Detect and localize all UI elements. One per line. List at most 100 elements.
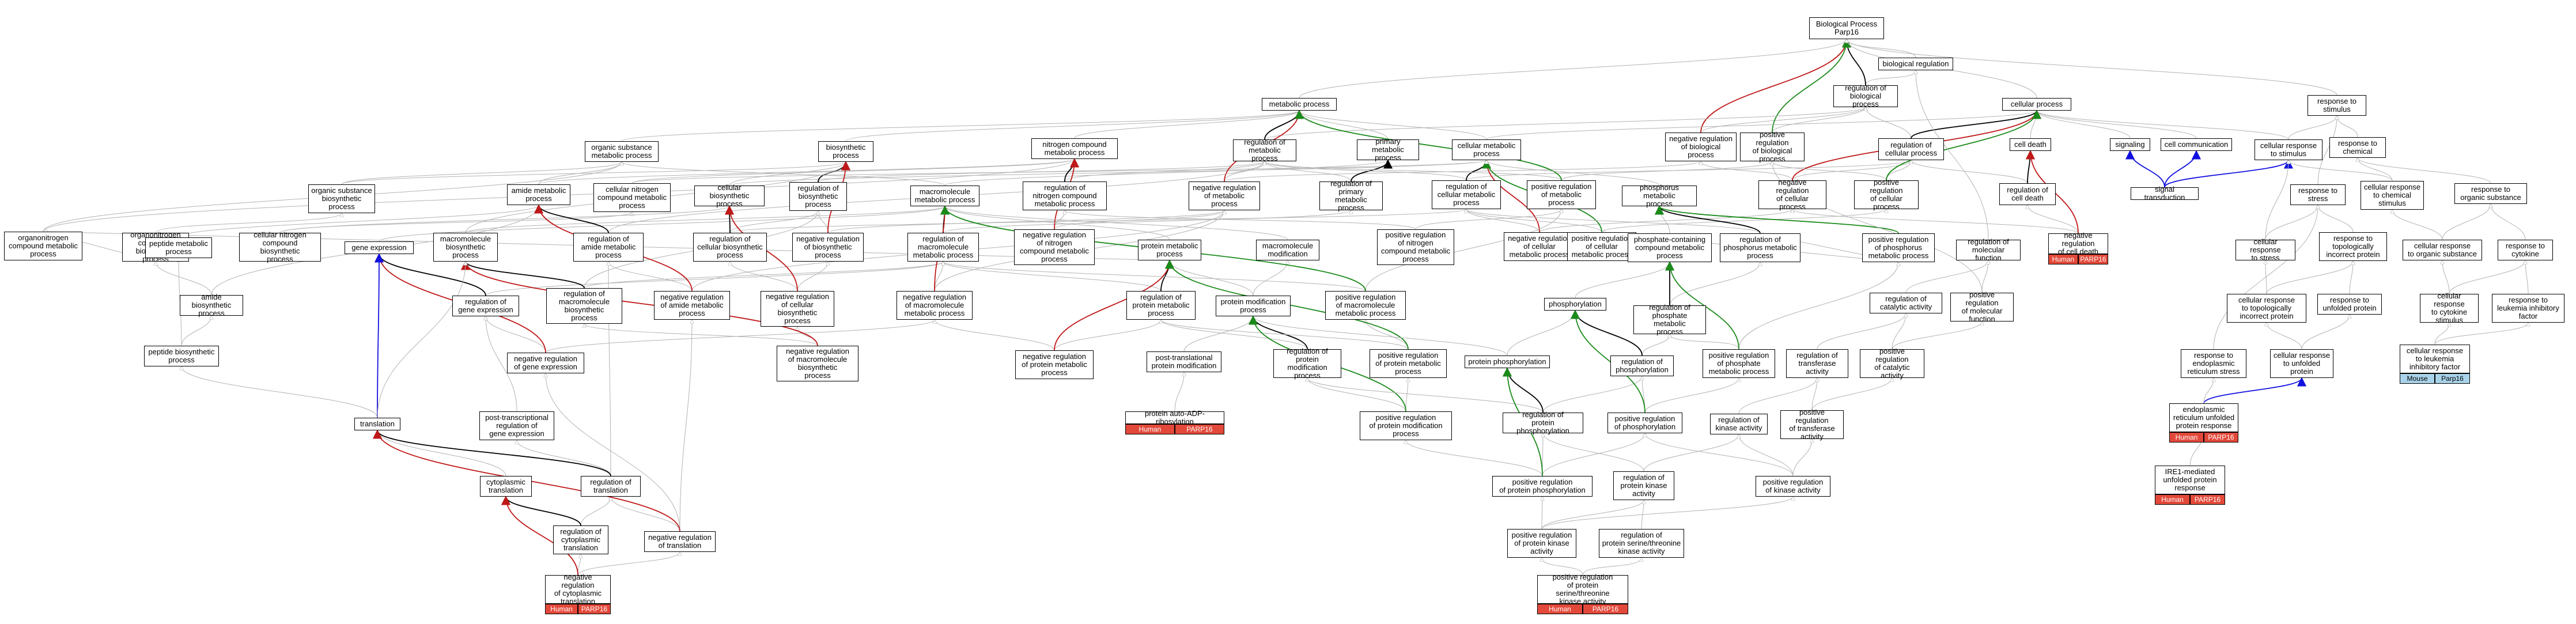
go-term-node[interactable]: phosphorus metabolic process: [1622, 184, 1697, 208]
go-term-node[interactable]: positive regulation of protein kinase ac…: [1507, 529, 1576, 558]
go-term-node[interactable]: cellular response to leukemia inhibitory…: [2400, 345, 2470, 373]
go-term-node[interactable]: regulation of transferase activity: [1786, 349, 1848, 378]
go-term-node[interactable]: negative regulation of cellular metaboli…: [1504, 232, 1575, 261]
go-term-node[interactable]: translation: [354, 418, 400, 430]
go-term-node[interactable]: positive regulation of cellular metaboli…: [1567, 232, 1636, 261]
go-term-node[interactable]: cellular response to topologically incor…: [2227, 294, 2306, 323]
go-term-node[interactable]: negative regulation of cytoplasmic trans…: [545, 573, 611, 606]
go-term-node[interactable]: positive regulation of metabolic process: [1527, 180, 1596, 209]
go-term-node[interactable]: positive regulation of phosphorus metabo…: [1862, 233, 1935, 262]
go-term-node[interactable]: gene expression: [345, 241, 414, 254]
go-term-node[interactable]: cellular response to chemical stimulus: [2361, 181, 2424, 210]
go-term-node[interactable]: cell communication: [2161, 138, 2232, 151]
go-term-node[interactable]: post-transcriptional regulation of gene …: [479, 411, 554, 440]
go-term-node[interactable]: macromolecule modification: [1256, 240, 1319, 260]
go-term-node[interactable]: regulation of phosphorus metabolic proce…: [1720, 233, 1800, 262]
go-term-node[interactable]: biosynthetic process: [818, 141, 873, 162]
go-term-node[interactable]: positive regulation of protein modificat…: [1360, 411, 1452, 440]
go-term-node[interactable]: positive regulation of cellular process: [1854, 179, 1919, 211]
go-term-node[interactable]: regulation of protein kinase activity: [1613, 471, 1674, 500]
go-term-node[interactable]: cellular response to cytokine stimulus: [2420, 292, 2479, 324]
go-term-node[interactable]: response to topologically incorrect prot…: [2319, 232, 2387, 261]
go-term-node[interactable]: regulation of gene expression: [452, 296, 519, 316]
go-term-node[interactable]: negative regulation of nitrogen compound…: [1014, 229, 1095, 265]
go-term-node[interactable]: regulation of macromolecule biosynthetic…: [546, 288, 622, 324]
go-term-node[interactable]: cellular response to unfolded protein: [2270, 349, 2333, 378]
go-term-node[interactable]: response to leukemia inhibitory factor: [2492, 294, 2564, 323]
go-term-node[interactable]: positive regulation of protein phosphory…: [1492, 476, 1592, 497]
go-term-node[interactable]: negative regulation of biosynthetic proc…: [792, 233, 864, 262]
go-term-node[interactable]: negative regulation of cell death: [2048, 232, 2108, 256]
go-term-node[interactable]: biological regulation: [1878, 58, 1953, 70]
go-term-node[interactable]: regulation of nitrogen compound metaboli…: [1023, 181, 1107, 210]
go-term-node[interactable]: negative regulation of translation: [644, 531, 716, 552]
go-term-node[interactable]: regulation of metabolic process: [1233, 138, 1296, 162]
go-term-node[interactable]: cellular response to organic substance: [2403, 240, 2482, 260]
go-term-node[interactable]: regulation of protein metabolic process: [1126, 291, 1196, 320]
go-term-node[interactable]: organic substance metabolic process: [585, 141, 659, 162]
go-term-node[interactable]: response to stress: [2290, 184, 2346, 205]
go-term-node[interactable]: regulation of cellular process: [1878, 138, 1944, 160]
go-term-node[interactable]: protein metabolic process: [1138, 240, 1201, 260]
go-term-node[interactable]: regulation of catalytic activity: [1870, 293, 1942, 313]
go-term-node[interactable]: positive regulation of catalytic activit…: [1860, 347, 1924, 380]
go-term-node[interactable]: regulation of primary metabolic process: [1319, 180, 1383, 212]
go-term-node[interactable]: negative regulation of macromolecule met…: [897, 291, 973, 320]
go-term-node[interactable]: positive regulation of protein metabolic…: [1370, 349, 1447, 378]
go-term-node[interactable]: peptide metabolic process: [145, 237, 212, 258]
go-term-node[interactable]: positive regulation of nitrogen compound…: [1377, 229, 1454, 265]
go-term-node[interactable]: regulation of molecular function: [1956, 238, 2021, 262]
go-term-node[interactable]: regulation of cell death: [1999, 183, 2056, 205]
go-term-node[interactable]: organonitrogen compound metabolic proces…: [4, 232, 82, 260]
go-term-node[interactable]: cell death: [2010, 138, 2051, 151]
go-term-node[interactable]: organic substance biosynthetic process: [308, 184, 375, 213]
go-term-node[interactable]: cellular response to stress: [2235, 238, 2295, 262]
go-term-node[interactable]: positive regulation of phosphorylation: [1607, 413, 1682, 433]
go-term-node[interactable]: positive regulation of phosphate metabol…: [1703, 349, 1775, 378]
go-term-node[interactable]: negative regulation of cellular biosynth…: [761, 291, 834, 327]
go-term-node[interactable]: response to chemical: [2329, 137, 2386, 158]
go-term-node[interactable]: negative regulation of metabolic process: [1189, 181, 1260, 210]
go-term-node[interactable]: protein phosphorylation: [1465, 356, 1550, 368]
go-term-node[interactable]: cellular process: [2002, 98, 2071, 111]
go-term-node[interactable]: signal transduction: [2131, 186, 2199, 202]
go-term-node[interactable]: response to unfolded protein: [2317, 294, 2382, 315]
go-term-node[interactable]: cellular nitrogen compound biosynthetic …: [239, 231, 321, 263]
go-term-node[interactable]: Biological Process Parp16: [1809, 17, 1884, 39]
go-term-node[interactable]: phosphorylation: [1544, 298, 1606, 311]
go-term-node[interactable]: negative regulation of gene expression: [507, 353, 584, 373]
go-term-node[interactable]: regulation of protein serine/threonine k…: [1599, 529, 1684, 558]
go-term-node[interactable]: metabolic process: [1262, 98, 1337, 111]
go-term-node[interactable]: response to cytokine: [2498, 240, 2553, 260]
go-term-node[interactable]: protein auto-ADP-ribosylation: [1125, 410, 1224, 426]
go-term-node[interactable]: regulation of cytoplasmic translation: [553, 525, 608, 554]
go-term-node[interactable]: positive regulation of kinase activity: [1756, 476, 1830, 497]
go-term-node[interactable]: nitrogen compound metabolic process: [1031, 138, 1118, 159]
go-term-node[interactable]: negative regulation of cellular process: [1758, 179, 1826, 211]
go-term-node[interactable]: negative regulation of protein metabolic…: [1015, 350, 1094, 379]
go-term-node[interactable]: post-translational protein modification: [1147, 351, 1221, 372]
go-term-node[interactable]: protein modification process: [1216, 296, 1291, 316]
go-term-node[interactable]: regulation of biological process: [1833, 84, 1898, 108]
go-term-node[interactable]: negative regulation of biological proces…: [1665, 133, 1737, 161]
go-term-node[interactable]: amide metabolic process: [507, 184, 570, 205]
go-term-node[interactable]: primary metabolic process: [1357, 138, 1419, 162]
go-term-node[interactable]: endoplasmic reticulum unfolded protein r…: [2169, 403, 2238, 432]
go-term-node[interactable]: macromolecule biosynthetic process: [433, 233, 498, 262]
go-term-node[interactable]: peptide biosynthetic process: [144, 346, 219, 366]
go-term-node[interactable]: phosphate-containing compound metabolic …: [1628, 233, 1712, 262]
go-term-node[interactable]: cellular nitrogen compound metabolic pro…: [593, 183, 671, 212]
go-term-node[interactable]: macromolecule metabolic process: [910, 186, 979, 206]
go-term-node[interactable]: regulation of phosphorylation: [1610, 356, 1674, 376]
go-term-node[interactable]: response to organic substance: [2454, 183, 2527, 204]
go-term-node[interactable]: regulation of protein phosphorylation: [1503, 411, 1583, 435]
go-term-node[interactable]: amide biosynthetic process: [180, 293, 243, 317]
go-term-node[interactable]: cellular response to stimulus: [2255, 139, 2322, 160]
go-term-node[interactable]: negative regulation of amide metabolic p…: [654, 291, 730, 320]
go-term-node[interactable]: response to stimulus: [2308, 95, 2366, 116]
go-term-node[interactable]: regulation of protein modification proce…: [1273, 347, 1341, 380]
go-term-node[interactable]: regulation of translation: [581, 476, 641, 497]
go-term-node[interactable]: response to endoplasmic reticulum stress: [2181, 349, 2246, 378]
go-term-node[interactable]: positive regulation of transferase activ…: [1780, 409, 1844, 441]
go-term-node[interactable]: cellular metabolic process: [1452, 139, 1521, 160]
